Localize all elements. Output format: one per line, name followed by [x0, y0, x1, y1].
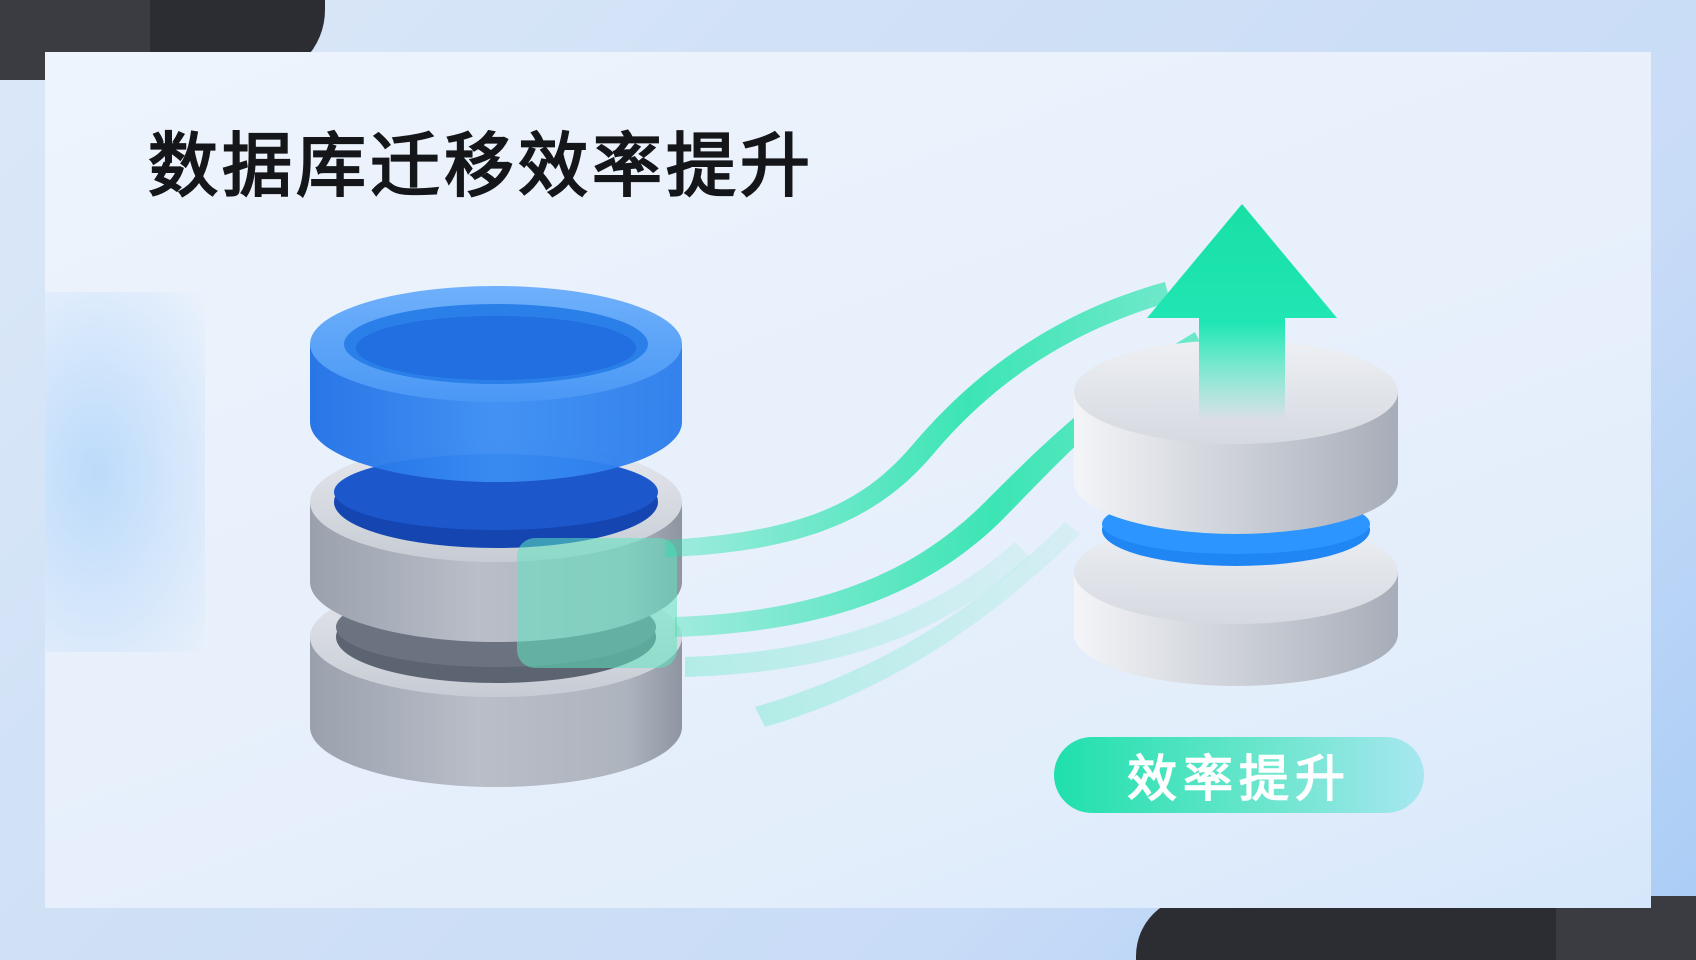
- database-stack-icon: [310, 286, 682, 787]
- slide-card: 数据库迁移效率提升: [45, 52, 1651, 908]
- badge-label: 效率提升: [1127, 750, 1351, 808]
- slide-title: 数据库迁移效率提升: [148, 125, 814, 207]
- illustration: [310, 204, 1398, 787]
- target-database-icon: [1074, 340, 1398, 686]
- efficiency-badge: 效率提升: [1054, 737, 1424, 813]
- background-glow: [45, 292, 205, 652]
- up-arrow-icon: [1147, 204, 1337, 420]
